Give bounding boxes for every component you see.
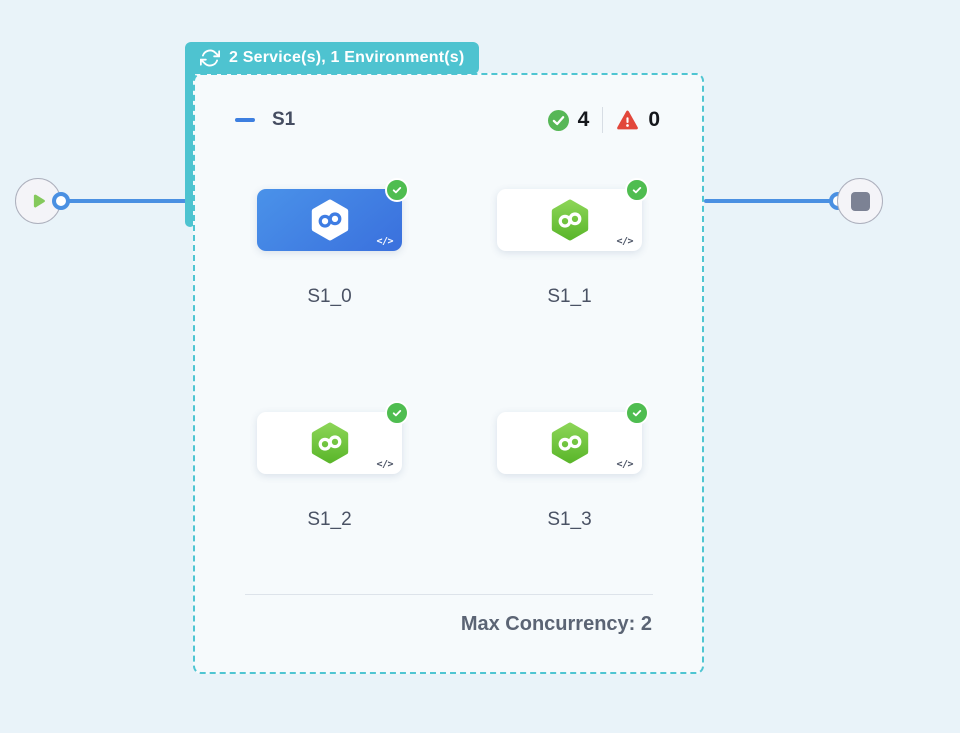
- end-node[interactable]: [837, 178, 883, 224]
- service-group-container: S1 4 0: [193, 73, 704, 674]
- success-check-icon: [385, 178, 409, 202]
- group-summary-label: 2 Service(s), 1 Environment(s): [229, 49, 465, 66]
- service-label: S1_2: [307, 509, 352, 530]
- edge-group-to-end: [704, 199, 832, 203]
- max-concurrency-label: Max Concurrency: 2: [460, 613, 652, 635]
- success-count: 4: [577, 108, 590, 131]
- success-check-icon: [385, 401, 409, 425]
- service-label: S1_3: [547, 509, 592, 530]
- success-check-icon: [625, 401, 649, 425]
- service-hexagon-icon: [307, 420, 353, 466]
- edge-start-to-group: [60, 199, 187, 203]
- group-summary-badge[interactable]: 2 Service(s), 1 Environment(s): [185, 42, 480, 74]
- footer-divider: [245, 594, 653, 595]
- failure-count: 0: [648, 108, 660, 131]
- code-icon: </>: [616, 459, 633, 470]
- collapse-icon[interactable]: [235, 118, 255, 122]
- code-icon: </>: [616, 236, 633, 247]
- window-bottom-strip: [0, 733, 960, 740]
- group-tag-strip: [185, 58, 195, 227]
- service-card-s1-3[interactable]: </>: [497, 401, 649, 474]
- edge-connector-start: [52, 192, 70, 210]
- service-label: S1_1: [547, 286, 592, 307]
- service-card-s1-2[interactable]: </>: [257, 401, 409, 474]
- group-header: S1 4 0: [235, 106, 660, 134]
- group-title: S1: [272, 109, 296, 130]
- code-icon: </>: [376, 459, 393, 470]
- service-hexagon-icon: [307, 197, 353, 243]
- service-hexagon-icon: [547, 197, 593, 243]
- success-status-icon: [547, 109, 569, 131]
- code-icon: </>: [376, 236, 393, 247]
- status-divider: [602, 107, 604, 133]
- service-card-s1-1[interactable]: </>: [497, 178, 649, 251]
- service-card-s1-0[interactable]: </>: [257, 178, 409, 251]
- service-label: S1_0: [307, 286, 352, 307]
- error-status-icon: [616, 109, 639, 132]
- success-check-icon: [625, 178, 649, 202]
- sync-icon: [200, 48, 220, 68]
- play-icon: [27, 190, 49, 212]
- service-hexagon-icon: [547, 420, 593, 466]
- stop-icon: [850, 191, 870, 211]
